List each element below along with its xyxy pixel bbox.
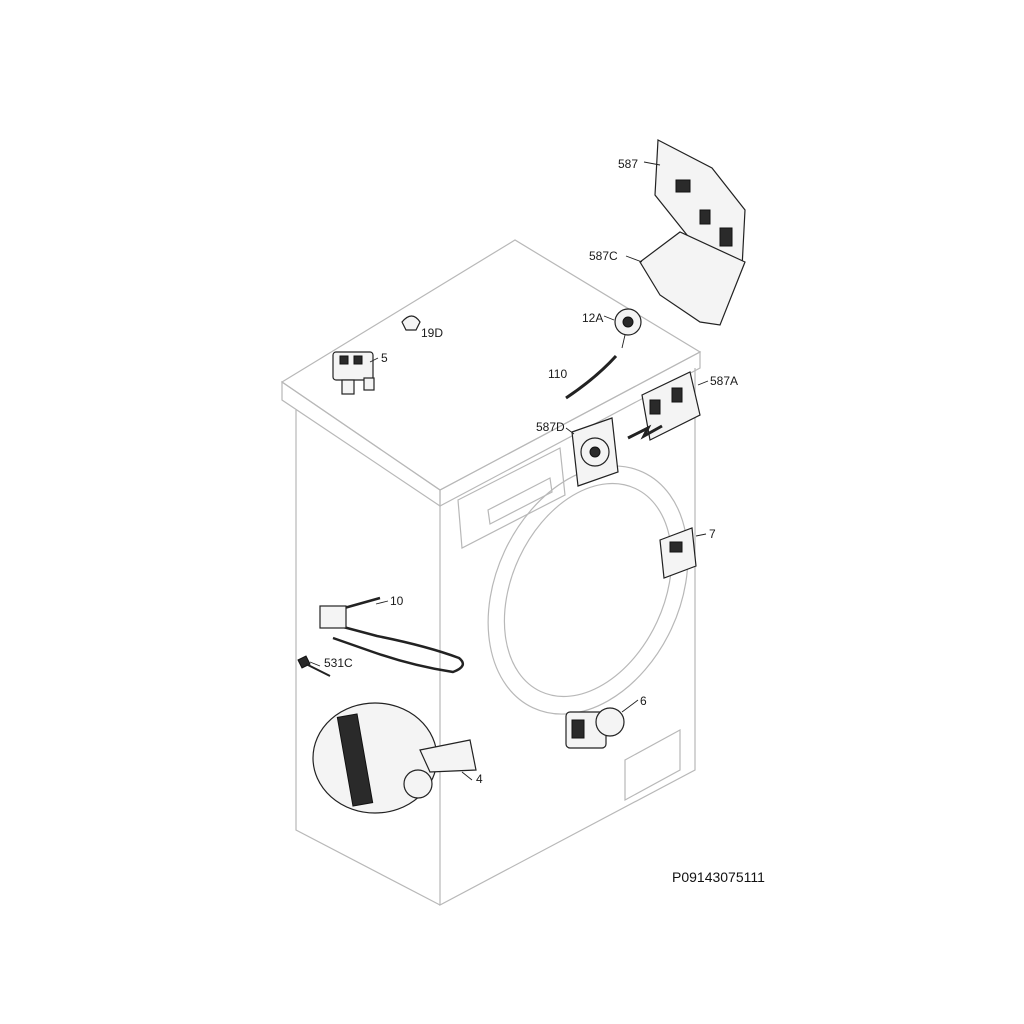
part-7-door-lock (659, 527, 707, 579)
label-587D: 587D (536, 420, 565, 434)
label-110: 110 (548, 367, 568, 381)
part-19D-clip (401, 315, 421, 331)
label-587C: 587C (589, 249, 618, 263)
diagram-code: P09143075111 (672, 869, 765, 885)
part-5-valve (332, 351, 379, 395)
label-531C: 531C (324, 656, 353, 670)
label-10: 10 (390, 594, 404, 608)
part-10-heater (319, 596, 465, 674)
part-4-motor (312, 702, 477, 814)
label-5: 5 (381, 351, 388, 365)
part-587C-board-housing (625, 231, 746, 326)
label-4: 4 (476, 772, 483, 786)
cabinet-outline (280, 239, 702, 906)
label-587: 587 (618, 157, 639, 171)
label-12A: 12A (582, 311, 604, 325)
part-6-drain-pump (565, 699, 639, 749)
label-6: 6 (640, 694, 647, 708)
label-19D: 19D (421, 326, 444, 340)
label-587A: 587A (710, 374, 739, 388)
part-12A-pressure-switch (603, 308, 642, 349)
part-587D-knob-module (565, 417, 619, 487)
part-587A-selector (627, 371, 709, 441)
part-587-control-board (643, 139, 746, 269)
label-7: 7 (709, 527, 716, 541)
part-531C-screw (297, 655, 331, 677)
part-110-hose (565, 354, 618, 400)
